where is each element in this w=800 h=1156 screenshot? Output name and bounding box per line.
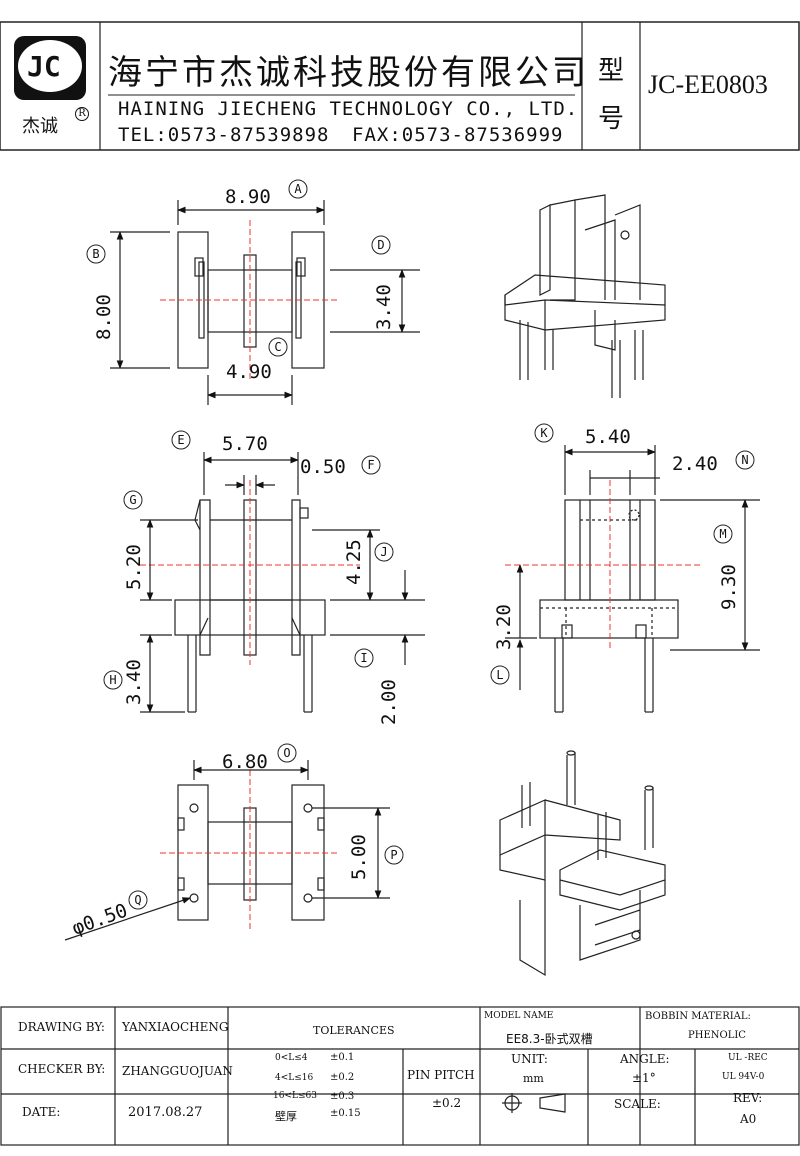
model-name-value: EE8.3-卧式双槽 [506, 1032, 593, 1046]
dim-letter-circle-P [384, 845, 404, 865]
logo-text: JC [27, 50, 61, 83]
tolerances-label: TOLERANCES [313, 1024, 395, 1037]
tolerance-value-1: ±0.1 [330, 1052, 355, 1063]
dim-B-value: 8.00 [93, 294, 115, 340]
type-label-1: 型 [598, 56, 625, 86]
logo-sub: 杰诚 [22, 116, 58, 137]
dim-letter-circle-E [171, 430, 191, 450]
dim-letter-C: C [274, 340, 281, 354]
dim-A-value: 8.90 [225, 186, 271, 208]
dim-letter-I: I [360, 651, 367, 665]
dim-letter-circle-N [735, 450, 755, 470]
bobbin-material-label: BOBBIN MATERIAL: [645, 1011, 751, 1022]
title-block-frame [0, 1006, 800, 1146]
unit-value: mm [523, 1072, 544, 1085]
ul-rec: UL -REC [728, 1053, 768, 1063]
angle-label: ANGLE: [620, 1052, 670, 1066]
dim-letter-circle-J [374, 542, 394, 562]
dim-letter-N: N [741, 453, 748, 467]
company-name-en: HAINING JIECHENG TECHNOLOGY CO., LTD. [118, 98, 579, 120]
dim-letter-H: H [109, 673, 116, 687]
scale-label: SCALE: [614, 1097, 661, 1111]
dim-letter-M: M [719, 527, 726, 541]
dim-L-value: 3.20 [493, 604, 515, 650]
pin-pitch-value: ±0.2 [432, 1096, 462, 1110]
dim-letter-circle-O [277, 743, 297, 763]
dim-C-value: 4.90 [226, 361, 272, 383]
dim-D-value: 3.40 [373, 284, 395, 330]
company-name-cn: 海宁市杰诚科技股份有限公司 [108, 53, 589, 93]
model-number: JC-EE0803 [648, 70, 768, 99]
date-value: 2017.08.27 [128, 1105, 203, 1120]
dim-M-value: 9.30 [718, 564, 740, 610]
ul-94v0: UL 94V-0 [722, 1072, 765, 1082]
dim-G-value: 5.20 [123, 544, 145, 590]
dim-H-value: 3.40 [123, 659, 145, 705]
dim-letter-circle-H [103, 670, 123, 690]
dim-letter-F: F [367, 458, 374, 472]
dim-letter-A: A [294, 182, 302, 196]
dim-letter-circle-D [371, 235, 391, 255]
rev-value: A0 [740, 1112, 757, 1126]
tolerance-value-3: ±0.3 [330, 1091, 355, 1102]
dim-letter-circle-Q [128, 890, 148, 910]
type-label-2: 号 [598, 104, 625, 134]
dim-Q-value: φ0.50 [69, 899, 130, 939]
checker-by-value: ZHANGGUOJUAN [122, 1064, 233, 1078]
tolerance-value-2: ±0.2 [330, 1072, 355, 1083]
dim-letter-B: B [92, 247, 99, 261]
logo-registered-mark: R [75, 107, 89, 121]
dim-N-value: 2.40 [672, 453, 718, 475]
unit-label: UNIT: [511, 1052, 548, 1066]
dim-letter-circle-F [361, 455, 381, 475]
dim-letter-circle-G [123, 490, 143, 510]
tolerance-range-3: 16<L≤63 [273, 1091, 317, 1101]
dim-letter-G: G [129, 493, 136, 507]
dim-letter-E: E [177, 433, 184, 447]
dim-letter-circle-I [354, 648, 374, 668]
technical-drawing: 8.90 8.00 4.90 3.40 5.70 0.50 5.20 3.40 … [64, 179, 760, 977]
dim-letter-J: J [380, 545, 387, 559]
dim-F-value: 0.50 [300, 456, 346, 478]
dim-letter-L: L [496, 668, 503, 682]
drawing-by-value: YANXIAOCHENG [122, 1020, 229, 1034]
angle-value: ±1° [632, 1071, 656, 1085]
dim-letter-circle-A [288, 179, 308, 199]
pin-pitch-label: PIN PITCH [407, 1068, 475, 1082]
dim-letter-O: O [283, 746, 290, 760]
dim-letter-circle-C [268, 337, 288, 357]
dim-letter-circle-K [534, 423, 554, 443]
tolerance-value-4: ±0.15 [330, 1108, 361, 1119]
model-name-label: MODEL NAME [484, 1011, 554, 1021]
dim-K-value: 5.40 [585, 426, 631, 448]
dim-J-value: 4.25 [343, 539, 365, 585]
dim-letter-Q: Q [134, 893, 141, 907]
tolerance-range-4: 壁厚 [275, 1110, 297, 1123]
company-fax: FAX:0573-87536999 [352, 124, 564, 146]
dim-letter-K: K [540, 426, 548, 440]
checker-by-label: CHECKER BY: [18, 1062, 106, 1076]
dim-letter-circle-M [713, 524, 733, 544]
company-tel: TEL:0573-87539898 [118, 124, 330, 146]
dim-E-value: 5.70 [222, 433, 268, 455]
tolerance-range-1: 0<L≤4 [275, 1053, 308, 1063]
tolerance-range-2: 4<L≤16 [275, 1073, 314, 1083]
bobbin-material-value: PHENOLIC [688, 1030, 746, 1041]
dim-letter-circle-L [490, 665, 510, 685]
dim-O-value: 6.80 [222, 751, 268, 773]
dim-P-value: 5.00 [348, 834, 370, 880]
dim-I-value: 2.00 [378, 679, 400, 725]
dim-letter-P: P [390, 848, 397, 862]
rev-label: REV: [733, 1091, 763, 1105]
dim-letter-circle-B [86, 244, 106, 264]
dim-letter-D: D [377, 238, 384, 252]
header-frame [0, 21, 800, 151]
drawing-by-label: DRAWING BY: [18, 1020, 105, 1034]
date-label: DATE: [22, 1105, 61, 1119]
